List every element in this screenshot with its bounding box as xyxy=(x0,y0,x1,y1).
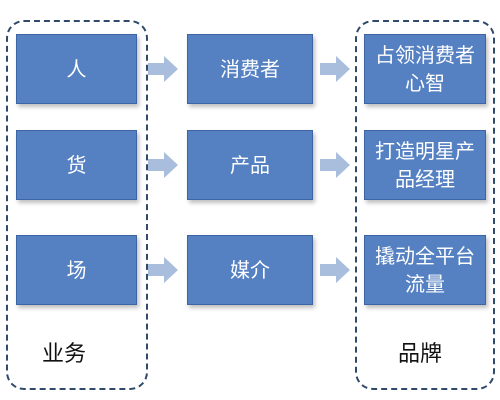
node-platform-traffic: 撬动全平台流量 xyxy=(364,235,486,305)
brand-group-frame xyxy=(355,20,495,390)
node-media: 媒介 xyxy=(187,235,313,305)
brand-group-label: 品牌 xyxy=(398,342,443,367)
node-goods: 货 xyxy=(16,130,137,200)
arrow-right-icon xyxy=(148,152,178,178)
node-consumer-mind: 占领消费者心智 xyxy=(364,34,486,104)
node-place: 场 xyxy=(16,235,137,305)
node-star-product: 打造明星产品经理 xyxy=(364,130,486,200)
node-product: 产品 xyxy=(187,130,313,200)
business-group-frame xyxy=(6,20,148,390)
arrow-right-icon xyxy=(320,56,350,82)
arrow-right-icon xyxy=(148,56,178,82)
arrow-right-icon xyxy=(320,257,350,283)
business-group-label: 业务 xyxy=(42,342,87,367)
arrow-right-icon xyxy=(320,152,350,178)
arrow-right-icon xyxy=(148,257,178,283)
node-people: 人 xyxy=(16,34,137,104)
node-consumer: 消费者 xyxy=(187,34,313,104)
